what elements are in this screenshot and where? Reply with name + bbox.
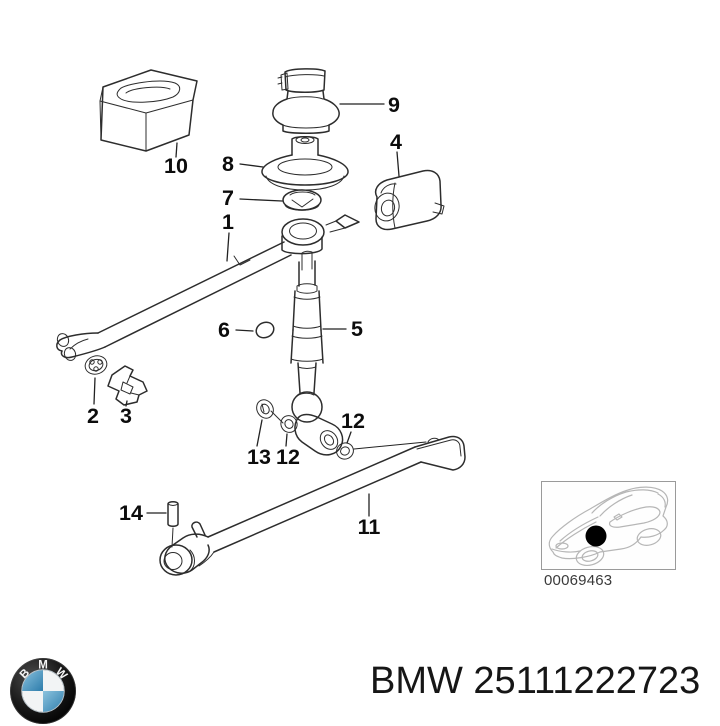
roundel-quadrant-blue-tl: [22, 670, 43, 691]
part-drawing-boot: [272, 68, 340, 134]
callout-13: 13: [247, 445, 271, 469]
part-drawing-plug: [255, 321, 275, 339]
location-marker-dot: [585, 525, 607, 547]
callout-7: 7: [222, 186, 234, 210]
part-drawing-bracket: [107, 365, 148, 406]
part-drawing-washers: [256, 399, 354, 460]
part-drawing-sleeve: [374, 169, 445, 231]
callout-11: 11: [358, 515, 381, 539]
leader-lines: [93, 103, 427, 517]
callout-5: 5: [351, 317, 363, 341]
part-drawing-foam-housing: [99, 69, 198, 152]
part-drawing-shift-rod: [159, 435, 466, 576]
part-drawing-selector-rod: [56, 214, 360, 361]
vehicle-thumbnail: 00069463: [541, 481, 676, 589]
callout-14: 14: [119, 501, 143, 525]
callout-6: 6: [218, 318, 230, 342]
roundel-quadrant-blue-br: [43, 691, 64, 712]
part-drawing-pin: [167, 501, 179, 548]
callout-12-right: 12: [341, 409, 365, 433]
part-drawing-nut: [84, 355, 108, 375]
part-number-text: BMW 25111222723: [370, 660, 701, 702]
callout-8: 8: [222, 152, 234, 176]
callout-9: 9: [388, 93, 400, 117]
callout-12-left: 12: [276, 445, 300, 469]
callout-2: 2: [87, 404, 99, 428]
callout-4: 4: [390, 130, 402, 154]
vehicle-outline-sketch: [548, 486, 669, 567]
part-drawing-shift-lever: [290, 250, 344, 456]
vehicle-thumbnail-frame: [541, 481, 676, 570]
callout-3: 3: [120, 404, 132, 428]
callout-10: 10: [164, 154, 188, 178]
parts-diagram: 1 2 3 4 5 6 7 8 9 10 11 12 12 13 14: [56, 68, 676, 589]
bmw-logo: B M W: [10, 658, 76, 724]
roundel-letter-m: M: [38, 660, 48, 672]
part-drawing-cap: [282, 189, 322, 211]
callout-1: 1: [222, 210, 234, 234]
image-code: 00069463: [544, 572, 612, 589]
callout-labels: 1 2 3 4 5 6 7 8 9 10 11 12 12 13 14: [87, 93, 402, 539]
part-drawing-insulator: [261, 136, 349, 191]
